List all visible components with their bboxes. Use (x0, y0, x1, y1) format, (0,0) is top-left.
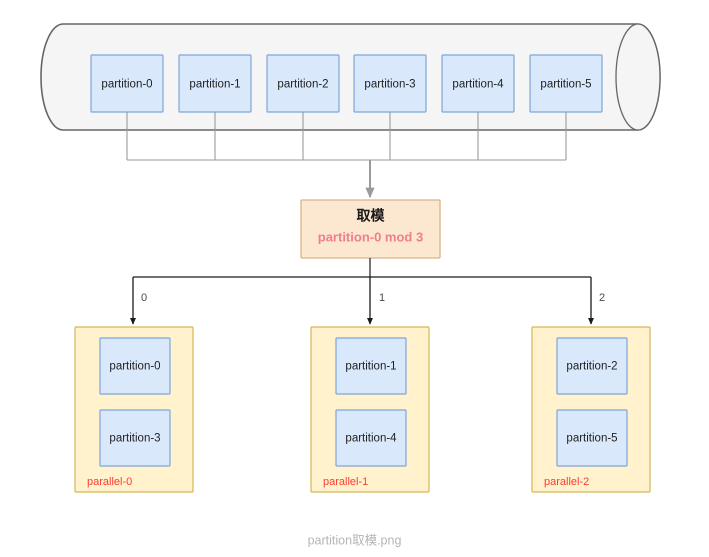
partition-label: partition-3 (364, 79, 415, 91)
image-caption: partition取模.png (308, 533, 402, 547)
source-partition-5[interactable]: partition-5 (529, 54, 603, 113)
group-partition-label: partition-0 (109, 361, 160, 373)
mod-formula: partition-0 mod 3 (318, 229, 423, 244)
branch-label-2: 2 (599, 292, 605, 304)
mod-node[interactable]: 取模 partition-0 mod 3 (300, 199, 441, 259)
group-name-label: parallel-0 (87, 476, 132, 488)
partition-label: partition-2 (277, 79, 328, 91)
group-partition-label: partition-2 (566, 361, 617, 373)
source-partition-0[interactable]: partition-0 (90, 54, 164, 113)
cylinder-cap (615, 23, 661, 131)
partition-label: partition-5 (540, 79, 591, 91)
parallel-group-2[interactable]: partition-2 partition-5 parallel-2 (531, 326, 651, 493)
group-partition-box[interactable] (99, 409, 171, 467)
source-partition-4[interactable]: partition-4 (441, 54, 515, 113)
group-partition-label: partition-4 (345, 433, 397, 445)
group-partition-label: partition-3 (109, 433, 160, 445)
group-partition-label: partition-1 (345, 361, 396, 373)
partition-label: partition-1 (189, 79, 240, 91)
parallel-group-1[interactable]: partition-1 partition-4 parallel-1 (310, 326, 430, 493)
branch-fanout (133, 258, 591, 278)
group-partition-box[interactable] (335, 409, 407, 467)
group-partition-box[interactable] (556, 337, 628, 395)
partition-label: partition-0 (101, 79, 152, 91)
parallel-group-0[interactable]: partition-0 partition-3 parallel-0 (74, 326, 194, 493)
source-partition-1[interactable]: partition-1 (178, 54, 252, 113)
group-partition-box[interactable] (99, 337, 171, 395)
branch-label-1: 1 (379, 292, 385, 304)
mod-title: 取模 (357, 208, 386, 224)
source-partition-3[interactable]: partition-3 (353, 54, 427, 113)
partition-label: partition-4 (452, 79, 504, 91)
group-partition-box[interactable] (335, 337, 407, 395)
group-partition-label: partition-5 (566, 433, 617, 445)
group-partition-box[interactable] (556, 409, 628, 467)
source-partition-2[interactable]: partition-2 (266, 54, 340, 113)
group-name-label: parallel-2 (544, 476, 589, 488)
collector-bus (126, 112, 567, 161)
branch-label-0: 0 (141, 292, 147, 304)
group-name-label: parallel-1 (323, 476, 368, 488)
